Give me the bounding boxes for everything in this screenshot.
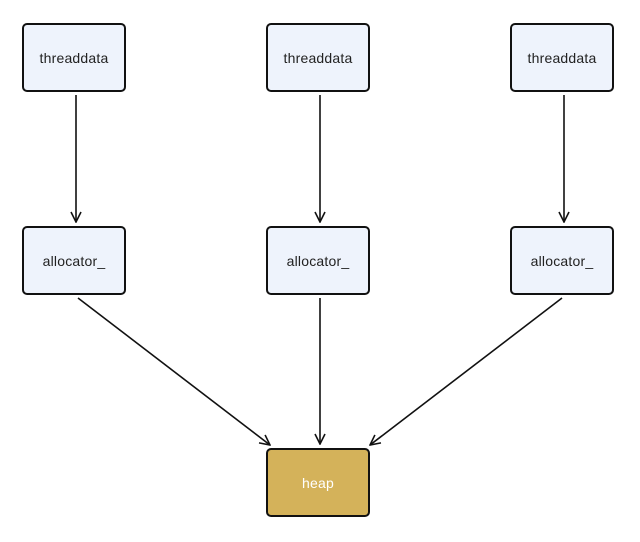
allocator-node-2-label: allocator_ (286, 252, 350, 269)
edge-allocator-1-to-heap (77, 297, 270, 445)
threaddata-node-1-label: threaddata (39, 49, 109, 66)
allocator-node-1-label: allocator_ (42, 252, 106, 269)
heap-node[interactable]: heap (266, 448, 370, 517)
allocator-node-3-label: allocator_ (530, 252, 594, 269)
threaddata-node-3-label: threaddata (527, 49, 597, 66)
allocator-node-1[interactable]: allocator_ (22, 226, 126, 295)
edge-allocator-3-to-heap (370, 297, 563, 445)
allocator-node-2[interactable]: allocator_ (266, 226, 370, 295)
threaddata-node-3[interactable]: threaddata (510, 23, 614, 92)
threaddata-node-1[interactable]: threaddata (22, 23, 126, 92)
heap-node-label: heap (302, 474, 334, 491)
threaddata-node-2[interactable]: threaddata (266, 23, 370, 92)
allocator-node-3[interactable]: allocator_ (510, 226, 614, 295)
threaddata-node-2-label: threaddata (283, 49, 353, 66)
